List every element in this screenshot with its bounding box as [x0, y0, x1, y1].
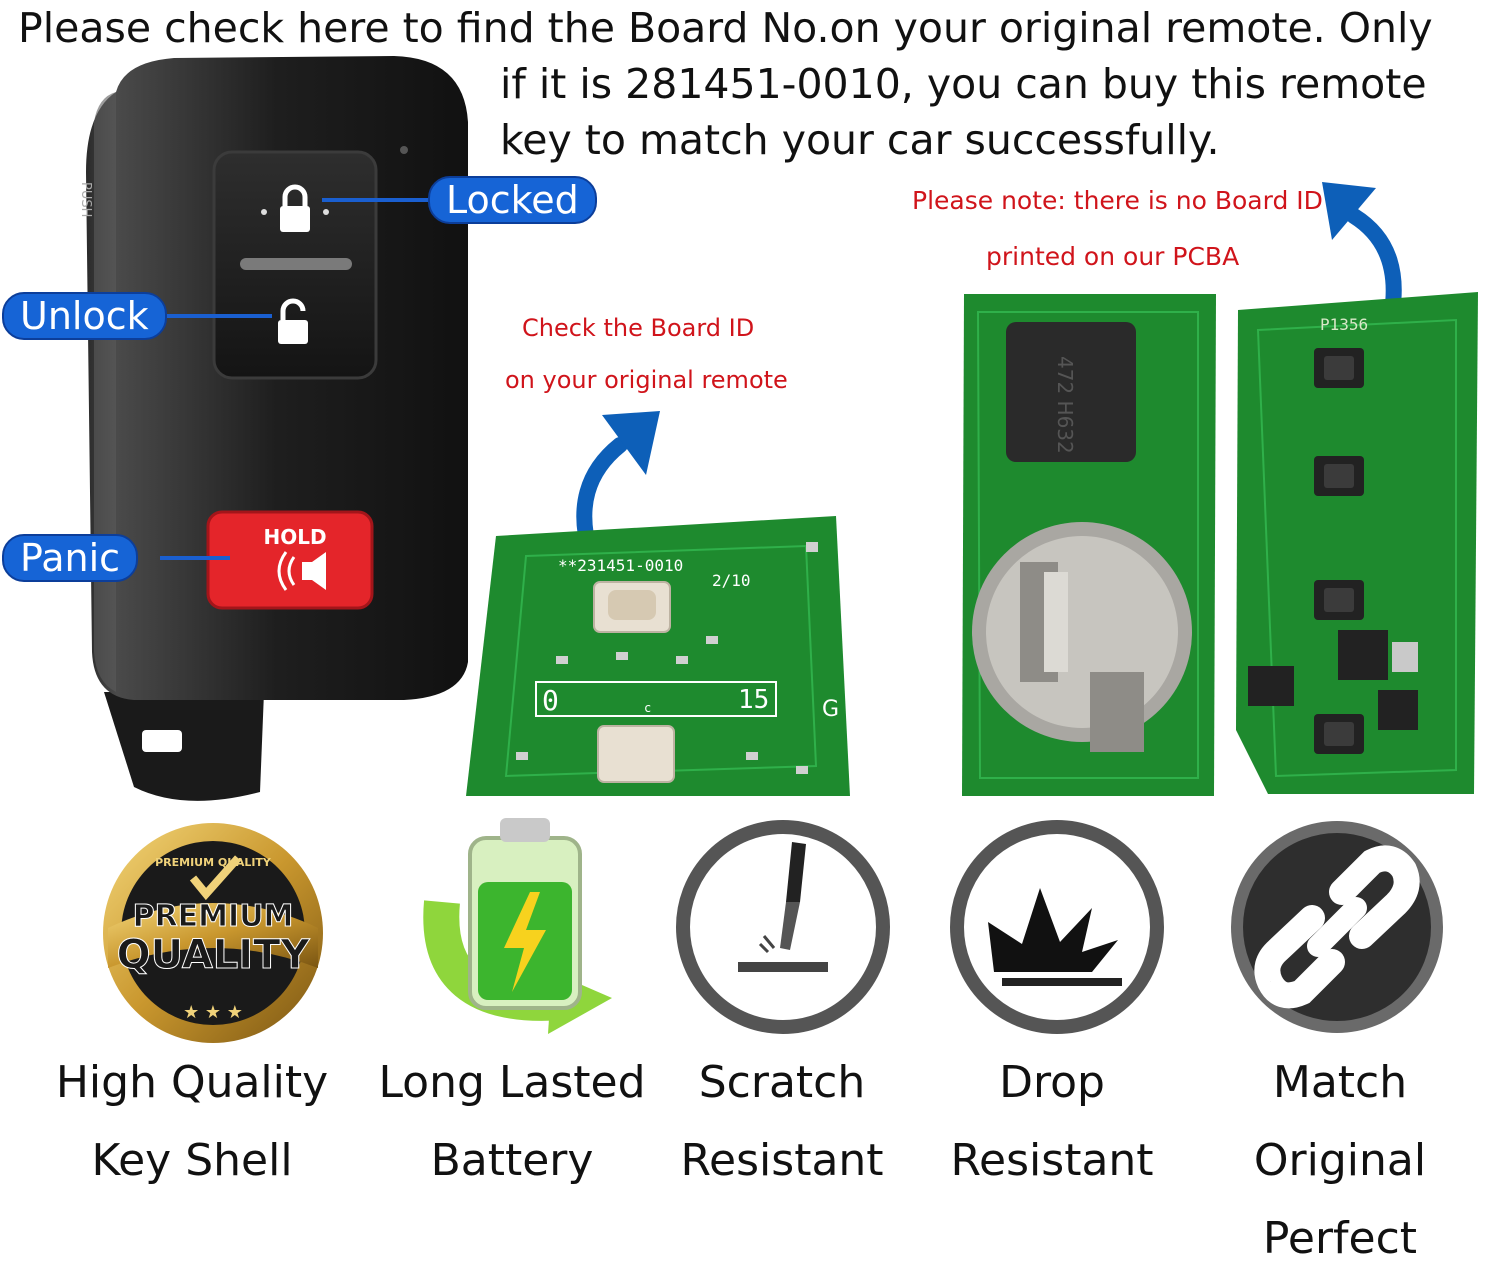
premium-quality-badge-icon: PREMIUM QUALITY PREMIUM QUALITY ★ ★ ★: [103, 823, 323, 1043]
feature-line-2: Resistant: [680, 1135, 884, 1186]
check-board-note-1: Check the Board ID: [522, 314, 755, 342]
feature-long-lasted-battery: Long Lasted Battery: [362, 1044, 662, 1200]
feature-line-1: Long Lasted: [378, 1057, 646, 1108]
badge-word-1: PREMIUM: [133, 899, 294, 934]
panic-callout-line: [160, 556, 230, 560]
push-side-label: PUSH: [78, 182, 93, 217]
unlock-callout: Unlock: [2, 292, 167, 340]
feature-line-2: Battery: [430, 1135, 594, 1186]
check-board-note-2: on your original remote: [505, 366, 788, 394]
svg-text:★ ★ ★: ★ ★ ★: [183, 1002, 243, 1023]
board-right-number: 15: [738, 685, 769, 715]
key-fob-image: HOLD PUSH: [78, 56, 468, 801]
feature-high-quality: High Quality Key Shell: [42, 1044, 342, 1200]
board-c-mark: c: [644, 701, 651, 715]
unlock-callout-line: [160, 314, 272, 318]
alarm-icon: [277, 551, 326, 591]
feature-line-2: Key Shell: [91, 1135, 293, 1186]
link-icon: [1231, 821, 1443, 1033]
pcba-battery-side-image: 472 H632: [962, 294, 1216, 796]
pcba-code: P1356: [1320, 315, 1368, 334]
board-rev: 2/10: [712, 571, 751, 590]
drop-icon: [950, 820, 1164, 1034]
feature-scratch-resistant: Scratch Resistant: [632, 1044, 932, 1200]
feature-match-original: Match Original Perfect: [1182, 1044, 1498, 1278]
feature-line-1: Drop: [999, 1057, 1105, 1108]
board-g-mark: G: [822, 697, 839, 722]
heading-line-3: key to match your car successfully.: [500, 116, 1220, 164]
scratch-icon: [676, 820, 890, 1034]
badge-arc-text: PREMIUM QUALITY: [155, 856, 272, 869]
pcba-button-side-image: P1356: [1236, 292, 1478, 794]
pcba-note-1: Please note: there is no Board ID: [912, 186, 1323, 215]
panic-button-text: HOLD: [263, 525, 326, 549]
lock-icon: [261, 184, 329, 232]
board-left-digit: 0: [542, 684, 559, 717]
locked-callout: Locked: [428, 176, 597, 224]
panic-callout: Panic: [2, 534, 139, 582]
original-pcb-image: **231451-0010 2/10 0 c 15 G: [466, 516, 850, 796]
feature-line-2: Resistant: [950, 1135, 1154, 1186]
inductor-code: 472 H632: [1053, 356, 1077, 454]
feature-line-1: Scratch: [698, 1057, 866, 1108]
heading-line-2: if it is 281451-0010, you can buy this r…: [500, 60, 1427, 108]
feature-line-2: Perfect: [1262, 1213, 1418, 1264]
locked-callout-line: [322, 198, 432, 202]
unlock-icon: [278, 298, 308, 344]
heading-line-1: Please check here to find the Board No.o…: [18, 4, 1433, 52]
badge-word-2: QUALITY: [117, 932, 311, 978]
pcba-note-2: printed on our PCBA: [986, 242, 1240, 271]
feature-drop-resistant: Drop Resistant: [902, 1044, 1202, 1200]
feature-line-1: High Quality: [55, 1057, 329, 1108]
feature-line-1: Match Original: [1253, 1057, 1427, 1186]
battery-icon: [423, 818, 612, 1034]
board-part-number: **231451-0010: [558, 556, 683, 575]
